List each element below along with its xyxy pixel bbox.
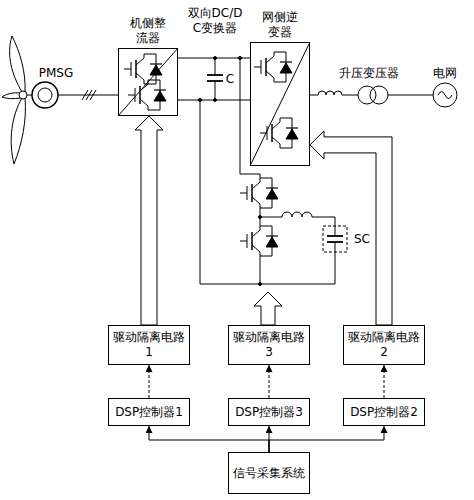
process-box: 信号采集系统 <box>228 452 310 494</box>
part-label: C <box>224 72 236 87</box>
box-text: DSP控制器2 <box>350 405 418 420</box>
part-label: 升压变压器 <box>336 66 402 81</box>
signal-arrow <box>384 365 385 398</box>
converter-box: 机侧整流器 <box>118 48 178 116</box>
wind-turbine <box>2 36 32 164</box>
process-box: 驱动隔离电路1 <box>108 325 190 365</box>
pmsg-generator <box>32 82 58 108</box>
three-phase-line <box>58 90 118 100</box>
box-text: 驱动隔离电路3 <box>233 330 305 360</box>
signal-arrow <box>149 426 269 452</box>
grid-side <box>310 83 457 107</box>
box-text: 驱动隔离电路2 <box>348 330 420 360</box>
box-text: DSP控制器1 <box>115 405 183 420</box>
driver3-arrow <box>254 292 282 325</box>
rectifier-inner <box>118 48 178 116</box>
control-arrow <box>135 116 163 325</box>
process-box: DSP控制器3 <box>228 398 310 426</box>
process-box: DSP控制器1 <box>108 398 190 426</box>
dc-bus <box>178 57 250 102</box>
box-heading: 网侧逆变器 <box>260 10 300 40</box>
process-box: DSP控制器2 <box>343 398 425 426</box>
box-text: 信号采集系统 <box>233 466 305 481</box>
signal-arrow <box>149 365 150 398</box>
control-arrow <box>310 131 392 325</box>
part-label: 电网 <box>430 66 460 81</box>
signal-arrow <box>269 426 384 452</box>
part-label: SC <box>350 232 374 247</box>
dcdc-converter <box>199 57 348 286</box>
signal-arrow <box>269 365 270 398</box>
box-heading: 机侧整流器 <box>128 16 168 46</box>
box-text: 驱动隔离电路1 <box>113 330 185 360</box>
box-text: DSP控制器3 <box>235 405 303 420</box>
process-box: 驱动隔离电路3 <box>228 325 310 365</box>
converter-box: 网侧逆变器 <box>250 42 310 166</box>
process-box: 驱动隔离电路2 <box>343 325 425 365</box>
inverter-inner <box>250 42 310 166</box>
part-label: 双向DC/DC变换器 <box>184 6 246 36</box>
part-label: PMSG <box>34 66 78 81</box>
